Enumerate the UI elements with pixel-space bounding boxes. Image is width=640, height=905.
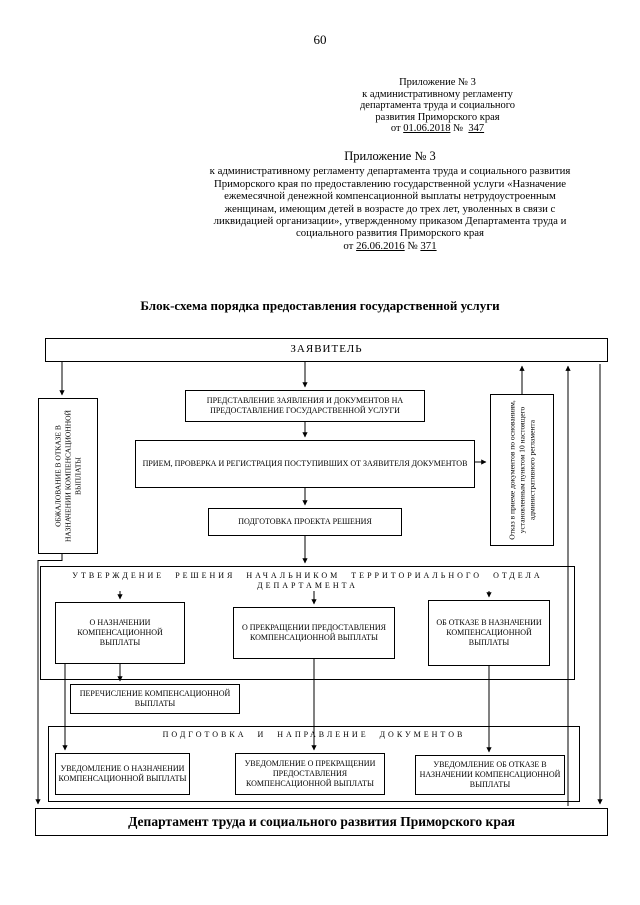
appendix-date-line: от 26.06.2016 № 371 <box>205 240 575 252</box>
node-refusal-to-accept: Отказ в приеме документов по основаниям,… <box>490 394 554 546</box>
appendix-reference-right: Приложение № 3 к административному регла… <box>330 77 545 135</box>
date-middle: № <box>404 239 421 252</box>
node-appeal: ОБЖАЛОВАНИЕ В ОТКАЗЕ В НАЗНАЧЕНИИ КОМПЕН… <box>38 398 98 554</box>
order-number: 347 <box>468 123 485 135</box>
node-draft-decision: ПОДГОТОВКА ПРОЕКТА РЕШЕНИЯ <box>208 508 402 536</box>
date-middle: № <box>450 123 469 135</box>
order-date: 01.06.2018 <box>403 123 451 135</box>
appendix-title: Приложение № 3 <box>344 149 436 163</box>
date-prefix: от <box>343 239 357 252</box>
node-applicant: ЗАЯВИТЕЛЬ <box>45 338 608 362</box>
node-notice-refuse: УВЕДОМЛЕНИЕ ОБ ОТКАЗЕ В НАЗНАЧЕНИИ КОМПЕ… <box>415 755 565 795</box>
page-number: 60 <box>313 32 327 47</box>
date-prefix: от <box>390 123 404 135</box>
node-payment-transfer: ПЕРЕЧИСЛЕНИЕ КОМПЕНСАЦИОННОЙ ВЫПЛАТЫ <box>70 684 240 714</box>
node-reception: ПРИЕМ, ПРОВЕРКА И РЕГИСТРАЦИЯ ПОСТУПИВШИ… <box>135 440 475 488</box>
appendix-line: развития Приморского края <box>375 111 500 123</box>
approval-group-header: УТВЕРЖДЕНИЕ РЕШЕНИЯ НАЧАЛЬНИКОМ ТЕРРИТОР… <box>72 571 543 591</box>
appendix-line: департамента труда и социального <box>359 100 516 112</box>
node-notice-terminate: УВЕДОМЛЕНИЕ О ПРЕКРАЩЕНИИ ПРЕДОСТАВЛЕНИЯ… <box>235 753 385 795</box>
order-date: 26.06.2016 <box>356 239 405 252</box>
node-refusal-label: Отказ в приеме документов по основаниям,… <box>507 400 536 540</box>
node-notice-assign: УВЕДОМЛЕНИЕ О НАЗНАЧЕНИИ КОМПЕНСАЦИОННОЙ… <box>55 753 190 795</box>
node-approval-group: УТВЕРЖДЕНИЕ РЕШЕНИЯ НАЧАЛЬНИКОМ ТЕРРИТОР… <box>40 566 575 680</box>
node-submission: ПРЕДСТАВЛЕНИЕ ЗАЯВЛЕНИЯ И ДОКУМЕНТОВ НА … <box>185 390 425 422</box>
flowchart-title: Блок-схема порядка предоставления госуда… <box>140 298 500 313</box>
appendix-date-line: от 01.06.2018 № 347 <box>330 123 545 135</box>
documents-group-header: ПОДГОТОВКА И НАПРАВЛЕНИЕ ДОКУМЕНТОВ <box>162 730 466 739</box>
node-appeal-label: ОБЖАЛОВАНИЕ В ОТКАЗЕ В НАЗНАЧЕНИИ КОМПЕН… <box>53 410 82 542</box>
node-department: Департамент труда и социального развития… <box>35 808 608 836</box>
appendix-reference-main: Приложение № 3 к административному регла… <box>205 150 575 252</box>
appendix-line: к административному регламенту <box>362 88 513 100</box>
appendix-line: Приложение № 3 <box>399 77 476 88</box>
appendix-body: к административному регламенту департаме… <box>209 165 571 240</box>
node-decision-terminate: О ПРЕКРАЩЕНИИ ПРЕДОСТАВЛЕНИЯ КОМПЕНСАЦИО… <box>233 607 395 659</box>
node-decision-refuse: ОБ ОТКАЗЕ В НАЗНАЧЕНИИ КОМПЕНСАЦИОННОЙ В… <box>428 600 550 666</box>
order-number: 371 <box>420 239 437 252</box>
node-decision-assign: О НАЗНАЧЕНИИ КОМПЕНСАЦИОННОЙ ВЫПЛАТЫ <box>55 602 185 664</box>
